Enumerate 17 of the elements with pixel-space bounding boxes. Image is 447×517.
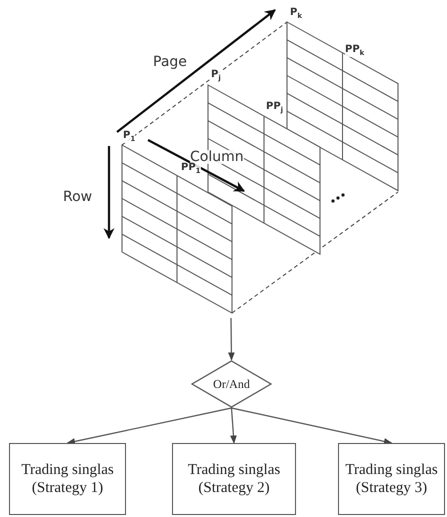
- axis-label: Row: [63, 190, 92, 204]
- decision-diamond: Or/And: [191, 360, 272, 408]
- arrow: [230, 408, 237, 444]
- sheet-label: P$_{j}$: [211, 70, 221, 82]
- sheet-label: PP$_{j}$: [266, 102, 284, 114]
- arrow: [66, 407, 232, 445]
- sheet-label: P$_{1}$: [123, 131, 136, 143]
- axis-label: Page: [153, 55, 187, 69]
- sheet-label: PP$_{1}$: [181, 163, 201, 175]
- arrow: [231, 407, 392, 445]
- arrow: [228, 318, 235, 361]
- axis-label: Column: [190, 150, 244, 164]
- sheet-label: P$_{k}$: [290, 8, 302, 20]
- process-box: Trading singlas (Strategy 2): [172, 443, 296, 515]
- process-box: Trading singlas (Strategy 3): [338, 443, 445, 515]
- process-box: Trading singlas (Strategy 1): [9, 443, 126, 515]
- sheet-label: PP$_{k}$: [345, 45, 364, 57]
